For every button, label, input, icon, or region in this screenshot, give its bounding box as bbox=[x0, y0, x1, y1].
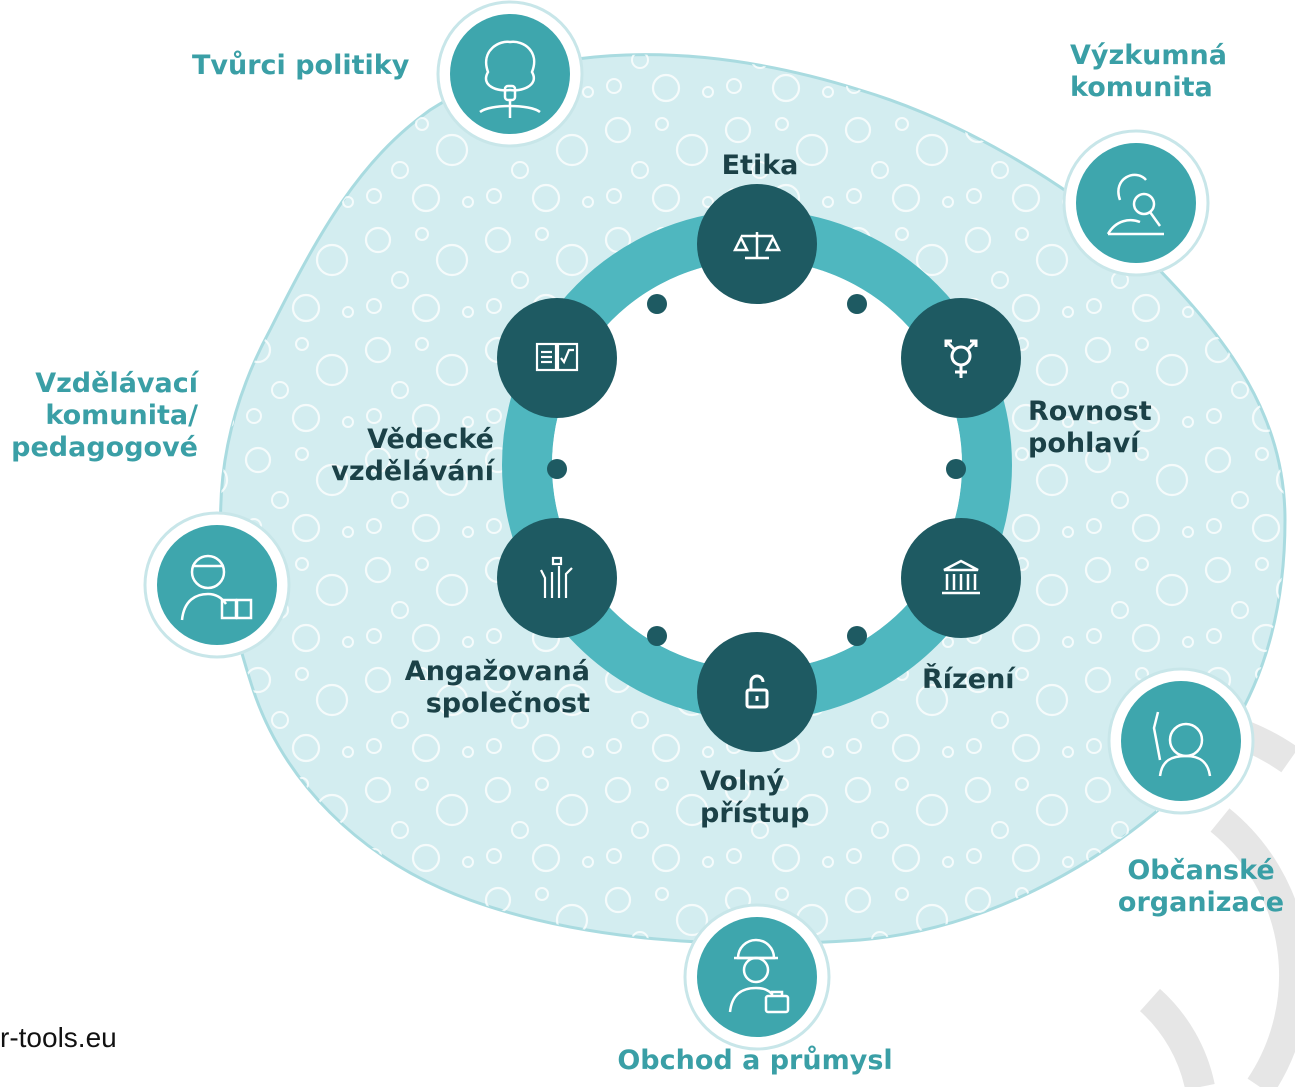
label-ethics: Etika bbox=[721, 150, 799, 181]
footer-url: r-tools.eu bbox=[0, 1022, 117, 1053]
label-education-community: Vzdělávací komunita/ pedagogové bbox=[0, 368, 198, 464]
label-gender-equality: Rovnost pohlaví bbox=[1028, 396, 1152, 460]
ring-dot bbox=[547, 459, 567, 479]
node-gender-equality[interactable] bbox=[901, 298, 1021, 418]
label-policy-makers: Tvůrci politiky bbox=[192, 50, 410, 81]
label-science-education-line2: vzdělávání bbox=[331, 455, 494, 487]
label-open-access: Volný přístup bbox=[700, 766, 809, 830]
node-public-engagement[interactable] bbox=[497, 518, 617, 638]
label-public-engagement-line1: Angažovaná bbox=[404, 656, 590, 687]
label-gender-equality-line2: pohlaví bbox=[1028, 427, 1140, 459]
label-education-line3: pedagogové bbox=[11, 431, 198, 463]
teacher-with-book-icon bbox=[180, 554, 253, 621]
label-science-education: Vědecké vzdělávání bbox=[300, 424, 494, 488]
label-research-line1: Výzkumná bbox=[1070, 40, 1227, 71]
label-education-line2: komunita/ bbox=[45, 399, 198, 431]
label-open-access-line2: přístup bbox=[700, 797, 810, 829]
stakeholder-civil-organizations[interactable] bbox=[1107, 667, 1255, 815]
stakeholder-research-community[interactable] bbox=[1062, 129, 1210, 277]
person-with-microphone-icon bbox=[479, 40, 541, 118]
label-civil-line1: Občanské bbox=[1127, 855, 1275, 886]
label-public-engagement-line2: společnost bbox=[425, 687, 590, 719]
ring-dot bbox=[647, 626, 667, 646]
label-civil-organizations: Občanské organizace bbox=[1110, 855, 1292, 919]
label-research-line2: komunita bbox=[1070, 71, 1213, 103]
stakeholder-business-industry[interactable] bbox=[683, 903, 831, 1051]
person-raising-hand-icon bbox=[1152, 711, 1212, 777]
gender-symbol-icon bbox=[944, 339, 978, 378]
ring-dot bbox=[946, 459, 966, 479]
label-business-industry: Obchod a průmysl bbox=[617, 1045, 893, 1076]
stakeholder-education-community[interactable] bbox=[143, 511, 291, 659]
label-research-community: Výzkumná komunita bbox=[1070, 40, 1227, 104]
label-science-education-line1: Vědecké bbox=[367, 424, 494, 455]
open-padlock-icon bbox=[745, 674, 769, 709]
label-open-access-line1: Volný bbox=[700, 766, 785, 797]
node-open-access[interactable] bbox=[697, 632, 817, 752]
stakeholder-policy-makers[interactable] bbox=[436, 0, 584, 148]
ring-dot bbox=[647, 294, 667, 314]
institution-building-icon bbox=[942, 559, 980, 595]
label-public-engagement: Angažovaná společnost bbox=[370, 656, 590, 720]
label-gender-equality-line1: Rovnost bbox=[1028, 396, 1152, 427]
ring-dot bbox=[847, 626, 867, 646]
raised-hands-icon bbox=[540, 556, 573, 598]
label-education-line1: Vzdělávací bbox=[35, 368, 198, 399]
label-civil-line2: organizace bbox=[1117, 886, 1285, 918]
researcher-with-magnifier-icon bbox=[1106, 173, 1164, 236]
worker-with-helmet-and-briefcase-icon bbox=[728, 938, 790, 1014]
open-book-icon bbox=[535, 342, 579, 372]
label-governance: Řízení bbox=[922, 664, 1015, 695]
stakeholder-circles bbox=[143, 0, 1255, 1051]
ring-dot bbox=[847, 294, 867, 314]
scales-icon bbox=[732, 232, 782, 260]
